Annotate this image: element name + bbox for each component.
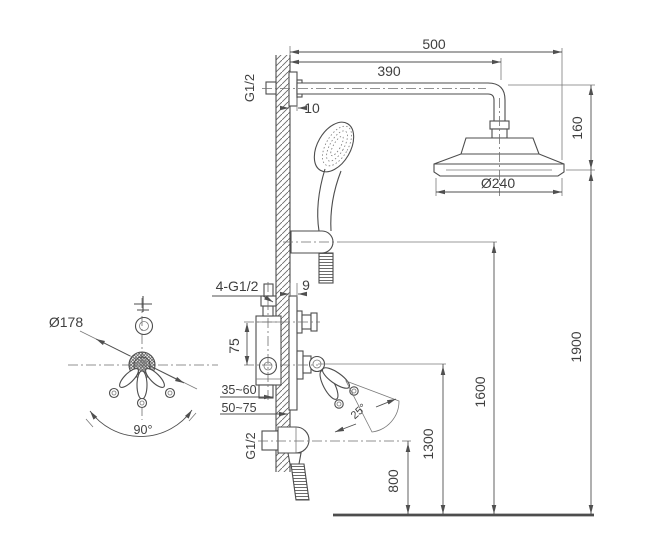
detail-top-symbol — [134, 296, 152, 312]
outlet-hose — [290, 463, 310, 501]
mixer-wall-plate — [288, 295, 298, 411]
wall-section — [275, 55, 291, 472]
hand-shower-head — [313, 121, 355, 173]
dimensions: 500 390 G1/2 10 Ø240 160 1900 1600 — [49, 36, 595, 515]
outlet-body — [277, 426, 310, 454]
dim-1300-label: 1300 — [420, 428, 436, 459]
rotation-arrow-down — [334, 423, 357, 433]
outlet-thread-label: G1/2 — [244, 432, 258, 459]
rain-shower-head — [433, 137, 565, 177]
dim-1600-label: 1600 — [472, 376, 488, 407]
dim-800-label: 800 — [385, 469, 401, 493]
hand-shower-hose — [318, 252, 334, 284]
mixer-top-port — [263, 283, 274, 297]
centerlines — [244, 88, 500, 442]
hand-shower — [290, 121, 355, 284]
angle-90-label: 90° — [134, 423, 153, 437]
arm-thread-stub — [265, 81, 277, 95]
dia-178-label: Ø178 — [49, 314, 83, 330]
arm-wall-plate — [288, 71, 298, 107]
depth-35-60-label: 35~60 — [221, 383, 256, 397]
swing-90-arc — [89, 409, 193, 437]
dim-1900-label: 1900 — [568, 331, 584, 362]
outlet-nut — [287, 452, 302, 465]
detail-lever-right — [145, 368, 165, 388]
dim-160-label: 160 — [569, 116, 585, 140]
dim-500-label: 500 — [422, 36, 446, 52]
arm-thread-label: G1/2 — [242, 74, 257, 102]
detail-lever-left — [119, 368, 139, 388]
dim-10-label: 10 — [304, 100, 320, 116]
detail-ring — [134, 316, 154, 336]
angle-25-label: 25° — [349, 402, 369, 422]
depth-50-75-label: 50~75 — [221, 401, 256, 415]
dim-75-label: 75 — [226, 338, 242, 354]
handle-detail-view — [68, 296, 218, 437]
lever-swing-sector — [345, 380, 400, 433]
hand-shower-handle — [317, 168, 326, 232]
hose-wall-outlet — [261, 426, 310, 501]
dim-9-label: 9 — [302, 277, 310, 293]
shower-arm — [265, 71, 510, 139]
detail-lever-center — [136, 370, 148, 400]
thread-4g12-label: 4-G1/2 — [216, 278, 259, 294]
dia-240-label: Ø240 — [481, 175, 515, 191]
dim-390-label: 390 — [377, 63, 401, 79]
rotation-arrow-up — [375, 398, 397, 408]
